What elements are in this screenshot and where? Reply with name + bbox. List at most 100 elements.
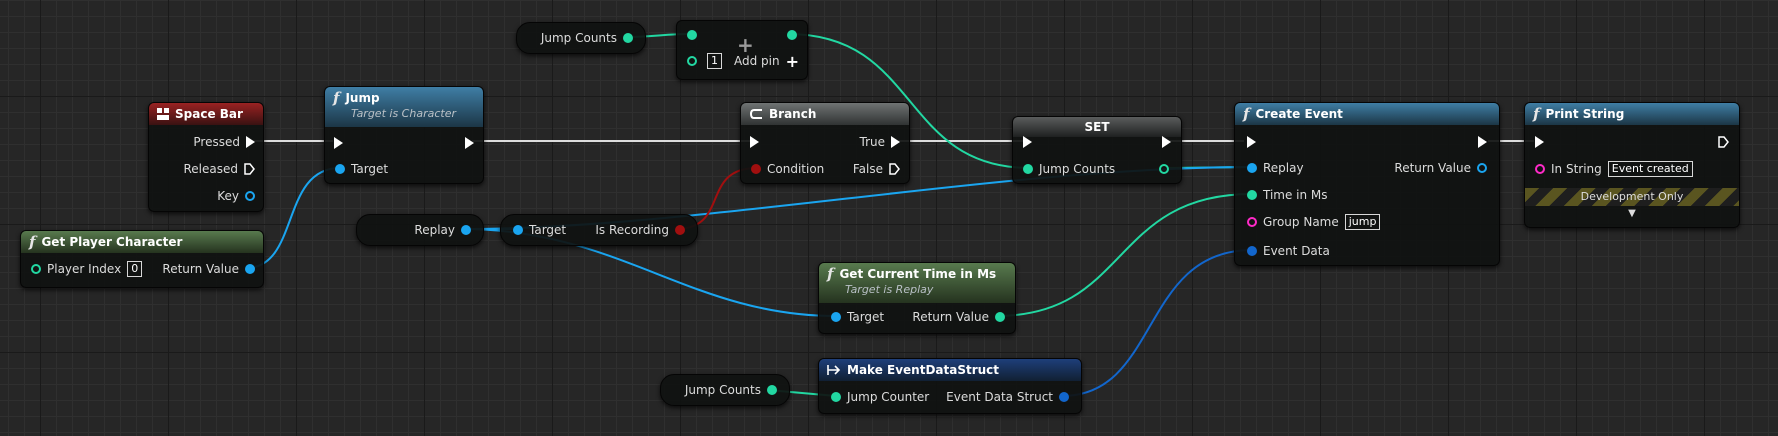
create-event-node[interactable]: f Create Event Replay Return Value Time … <box>1234 102 1500 266</box>
replay-input-pin[interactable] <box>1247 163 1257 173</box>
replay-pin[interactable] <box>461 225 471 235</box>
set-jump-counts-label: Jump Counts <box>1039 162 1116 176</box>
make-struct-header: Make EventDataStruct <box>819 359 1081 381</box>
add-pin-icon[interactable]: + <box>785 51 800 71</box>
in-string-label: In String <box>1551 162 1602 176</box>
jump-counts-2-pin[interactable] <box>767 385 777 395</box>
function-icon: f <box>1533 105 1540 123</box>
get-current-time-node[interactable]: f Get Current Time in Ms Target is Repla… <box>818 262 1016 334</box>
set-exec-out-pin[interactable] <box>1162 136 1171 148</box>
jump-counter-pin[interactable] <box>831 392 841 402</box>
pressed-exec-pin[interactable] <box>246 136 255 148</box>
set-output-pin[interactable] <box>1159 164 1169 174</box>
event-data-pin[interactable] <box>1247 246 1257 256</box>
add-input-b-value[interactable]: 1 <box>707 53 722 69</box>
development-only-label: Development Only <box>1580 190 1684 203</box>
is-recording-target-pin[interactable] <box>513 225 523 235</box>
jump-counts-getter[interactable]: Jump Counts <box>516 22 646 54</box>
event-data-label: Event Data <box>1263 244 1330 258</box>
jump-node[interactable]: f Jump Target is Character Target <box>324 86 484 184</box>
get-player-character-title: Get Player Character <box>41 235 183 249</box>
group-name-input[interactable]: jump <box>1344 214 1381 230</box>
set-title: SET <box>1084 120 1110 134</box>
jump-counts-label: Jump Counts <box>540 31 617 45</box>
event-data-struct-pin[interactable] <box>1059 392 1069 402</box>
true-label: True <box>859 135 886 149</box>
target-label: Target <box>351 162 389 176</box>
is-recording-pin[interactable] <box>675 225 685 235</box>
branch-exec-in-pin[interactable] <box>750 136 759 148</box>
print-exec-out-pin[interactable] <box>1718 136 1729 148</box>
create-event-exec-in-pin[interactable] <box>1247 136 1256 148</box>
replay-variable[interactable]: Replay <box>356 214 484 246</box>
group-name-pin[interactable] <box>1247 217 1257 227</box>
space-bar-title: Space Bar <box>175 107 243 121</box>
branch-header: Branch <box>741 103 909 125</box>
time-return-pin[interactable] <box>995 312 1005 322</box>
exec-in-pin[interactable] <box>334 137 343 149</box>
create-event-title: Create Event <box>1255 107 1343 121</box>
print-exec-in-pin[interactable] <box>1535 136 1544 148</box>
key-pin[interactable] <box>245 191 255 201</box>
get-player-character-node[interactable]: f Get Player Character Player Index 0 Re… <box>20 230 264 288</box>
return-value-label: Return Value <box>162 262 239 276</box>
print-string-node[interactable]: f Print String In String Event created D… <box>1524 102 1740 228</box>
add-output-pin[interactable] <box>787 30 797 40</box>
is-recording-node[interactable]: Target Is Recording <box>500 214 698 246</box>
function-icon: f <box>29 233 36 251</box>
jump-title: Jump <box>345 91 380 105</box>
time-target-label: Target <box>847 310 885 324</box>
target-pin[interactable] <box>335 164 345 174</box>
false-exec-pin[interactable] <box>889 163 900 175</box>
player-index-pin[interactable] <box>31 264 41 274</box>
development-only-banner: Development Only <box>1525 188 1739 206</box>
set-node[interactable]: SET Jump Counts <box>1012 116 1182 184</box>
in-string-input[interactable]: Event created <box>1607 161 1693 177</box>
plus-icon: + <box>737 33 754 57</box>
space-bar-node[interactable]: Space Bar Pressed Released Key <box>148 102 264 212</box>
time-in-ms-pin[interactable] <box>1247 190 1257 200</box>
condition-label: Condition <box>767 162 825 176</box>
keyboard-icon <box>157 108 169 120</box>
function-icon: f <box>333 89 340 107</box>
add-node[interactable]: + 1 Add pin + <box>676 20 808 80</box>
time-in-ms-label: Time in Ms <box>1263 188 1328 202</box>
time-target-pin[interactable] <box>831 312 841 322</box>
make-event-data-struct-node[interactable]: Make EventDataStruct Jump Counter Event … <box>818 358 1082 414</box>
get-current-time-header: f Get Current Time in Ms Target is Repla… <box>819 263 1015 303</box>
in-string-pin[interactable] <box>1535 164 1545 174</box>
print-string-title: Print String <box>1545 107 1625 121</box>
player-index-label: Player Index <box>47 262 122 276</box>
jump-counts-getter-2[interactable]: Jump Counts <box>660 374 790 406</box>
get-current-time-title: Get Current Time in Ms <box>839 267 997 281</box>
exec-out-pin[interactable] <box>465 137 474 149</box>
set-exec-in-pin[interactable] <box>1023 136 1032 148</box>
function-icon: f <box>1243 105 1250 123</box>
is-recording-target-label: Target <box>529 223 567 237</box>
replay-label: Replay <box>414 223 455 237</box>
player-index-input[interactable]: 0 <box>127 261 143 277</box>
struct-wire <box>1061 249 1253 397</box>
released-exec-pin[interactable] <box>244 163 255 175</box>
set-jump-counts-pin[interactable] <box>1023 164 1033 174</box>
time-return-label: Return Value <box>912 310 989 324</box>
print-string-header: f Print String <box>1525 103 1739 125</box>
create-event-return-pin[interactable] <box>1477 163 1487 173</box>
create-event-exec-out-pin[interactable] <box>1478 136 1487 148</box>
return-value-pin[interactable] <box>245 264 255 274</box>
get-current-time-subtitle: Target is Replay <box>845 283 934 296</box>
true-exec-pin[interactable] <box>891 136 900 148</box>
add-input-a-pin[interactable] <box>687 30 697 40</box>
add-input-b-pin[interactable] <box>687 56 697 66</box>
create-event-return-label: Return Value <box>1394 161 1471 175</box>
set-header: SET <box>1013 117 1181 137</box>
replay-input-label: Replay <box>1263 161 1304 175</box>
branch-title: Branch <box>769 107 817 121</box>
jump-counter-label: Jump Counter <box>847 390 930 404</box>
group-name-label: Group Name <box>1263 215 1339 229</box>
jump-counts-pin[interactable] <box>623 33 633 43</box>
expand-arrow-icon[interactable]: ▼ <box>1628 208 1636 219</box>
branch-node[interactable]: Branch True Condition False <box>740 102 910 184</box>
add-pin-button[interactable]: Add pin <box>734 54 780 68</box>
condition-pin[interactable] <box>751 164 761 174</box>
